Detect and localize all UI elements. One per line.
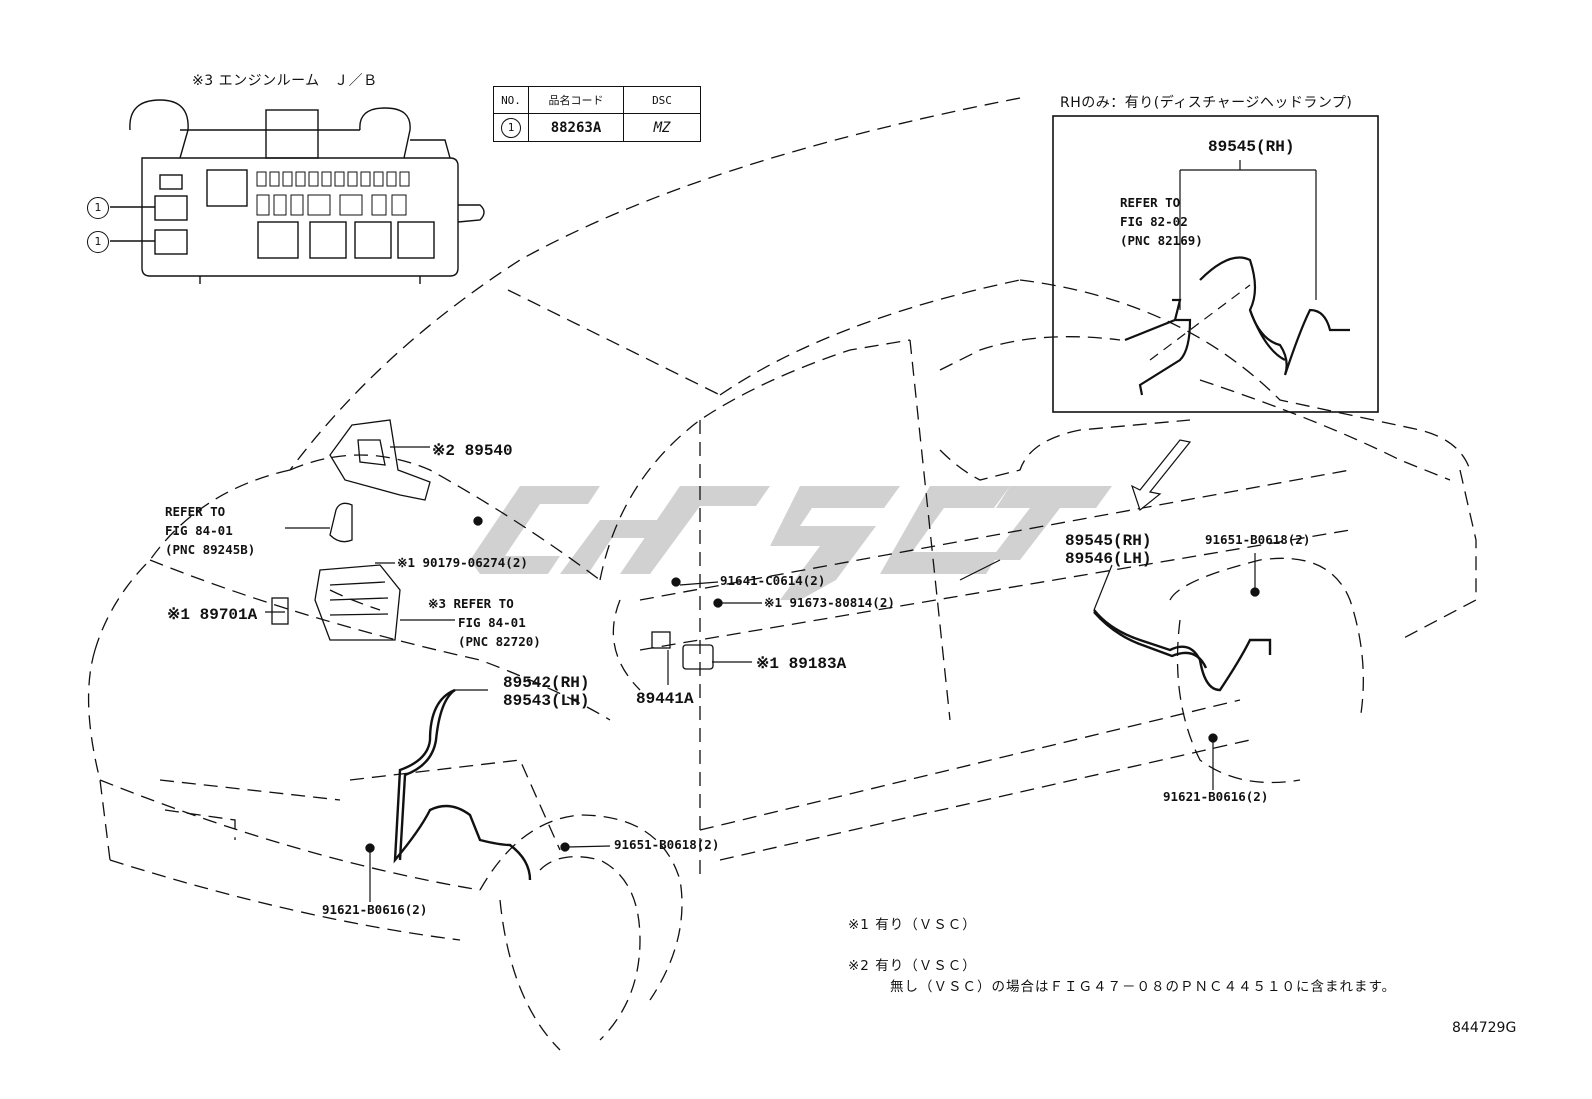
inset-refer: REFER TO FIG 82-02 (PNC 82169) <box>1120 193 1203 250</box>
label-91651-rear: 91651-B0618(2) <box>1205 532 1311 547</box>
label-89542: 89542(RH) <box>503 674 590 692</box>
inset-box <box>1052 115 1379 413</box>
component-sketches <box>271 419 1260 853</box>
sensor-harness-front <box>393 688 532 881</box>
label-refer-84-01-b: ※3 REFER TO FIG 84-01 (PNC 82720) <box>428 594 541 651</box>
refer-b-line1: ※3 REFER TO <box>428 596 514 611</box>
label-91641: 91641-C0614(2) <box>720 573 826 588</box>
row-no-cell: 1 <box>493 113 529 142</box>
label-89540: ※2 89540 <box>432 442 513 460</box>
label-89546: 89546(LH) <box>1065 550 1152 568</box>
note-1: ※1 有り（ＶＳＣ） <box>848 917 977 933</box>
note-2b: 無し（ＶＳＣ）の場合はＦＩＧ４７－０８のＰＮＣ４４５１０に含まれます。 <box>890 979 1397 995</box>
label-89183a: ※1 89183A <box>756 655 847 673</box>
inset-refer-line1: REFER TO <box>1120 195 1181 210</box>
label-89545: 89545(RH) <box>1065 532 1152 550</box>
junction-block-drawing <box>110 99 485 284</box>
refer-a-line3: (PNC 89245B) <box>165 542 256 557</box>
part-code-table: NO. 品名コード DSC 1 88263A MZ <box>493 86 701 142</box>
label-89543: 89543(LH) <box>503 692 590 710</box>
inset-part-89545: 89545(RH) <box>1208 138 1295 156</box>
label-89545-89546: 89545(RH) 89546(LH) <box>1065 532 1151 568</box>
label-91651-front: 91651-B0618(2) <box>614 837 720 852</box>
row-code: 88263A <box>528 113 624 142</box>
watermark-logo <box>470 486 1112 600</box>
vehicle-outline <box>87 97 1477 1051</box>
label-90179: ※1 90179-06274(2) <box>397 555 528 570</box>
col-header-code: 品名コード <box>528 86 624 114</box>
refer-a-line1: REFER TO <box>165 504 226 519</box>
inset-harness <box>1124 256 1350 396</box>
label-91621-rear: 91621-B0616(2) <box>1163 789 1269 804</box>
sensor-harness-rear <box>1093 609 1272 692</box>
callout-1-upper: 1 <box>87 197 109 219</box>
refer-b-line3: (PNC 82720) <box>458 634 541 649</box>
label-91673: ※1 91673-80814(2) <box>764 595 895 610</box>
callout-1-lower: 1 <box>87 231 109 253</box>
col-header-dsc: DSC <box>623 86 701 114</box>
col-header-no: NO. <box>493 86 529 114</box>
figure-id: 844729G <box>1452 1020 1517 1036</box>
junction-block-title: ※3 エンジンルーム Ｊ／Ｂ <box>192 73 378 89</box>
inset-refer-line3: (PNC 82169) <box>1120 233 1203 248</box>
label-89441a: 89441A <box>636 690 694 708</box>
label-91621-front: 91621-B0616(2) <box>322 902 428 917</box>
inset-refer-line2: FIG 82-02 <box>1120 214 1188 229</box>
row-dsc: MZ <box>623 113 701 142</box>
label-89542-89543: 89542(RH) 89543(LH) <box>503 674 589 710</box>
note-2a: ※2 有り（ＶＳＣ） <box>848 958 977 974</box>
leader-lines <box>265 160 1317 902</box>
label-refer-84-01-a: REFER TO FIG 84-01 (PNC 89245B) <box>165 502 255 559</box>
refer-b-line2: FIG 84-01 <box>458 615 526 630</box>
label-89701a: ※1 89701A <box>167 606 258 624</box>
row-no: 1 <box>501 117 521 138</box>
inset-title: RHのみ：有り(ディスチャージヘッドランプ) <box>1060 95 1353 111</box>
refer-a-line2: FIG 84-01 <box>165 523 233 538</box>
